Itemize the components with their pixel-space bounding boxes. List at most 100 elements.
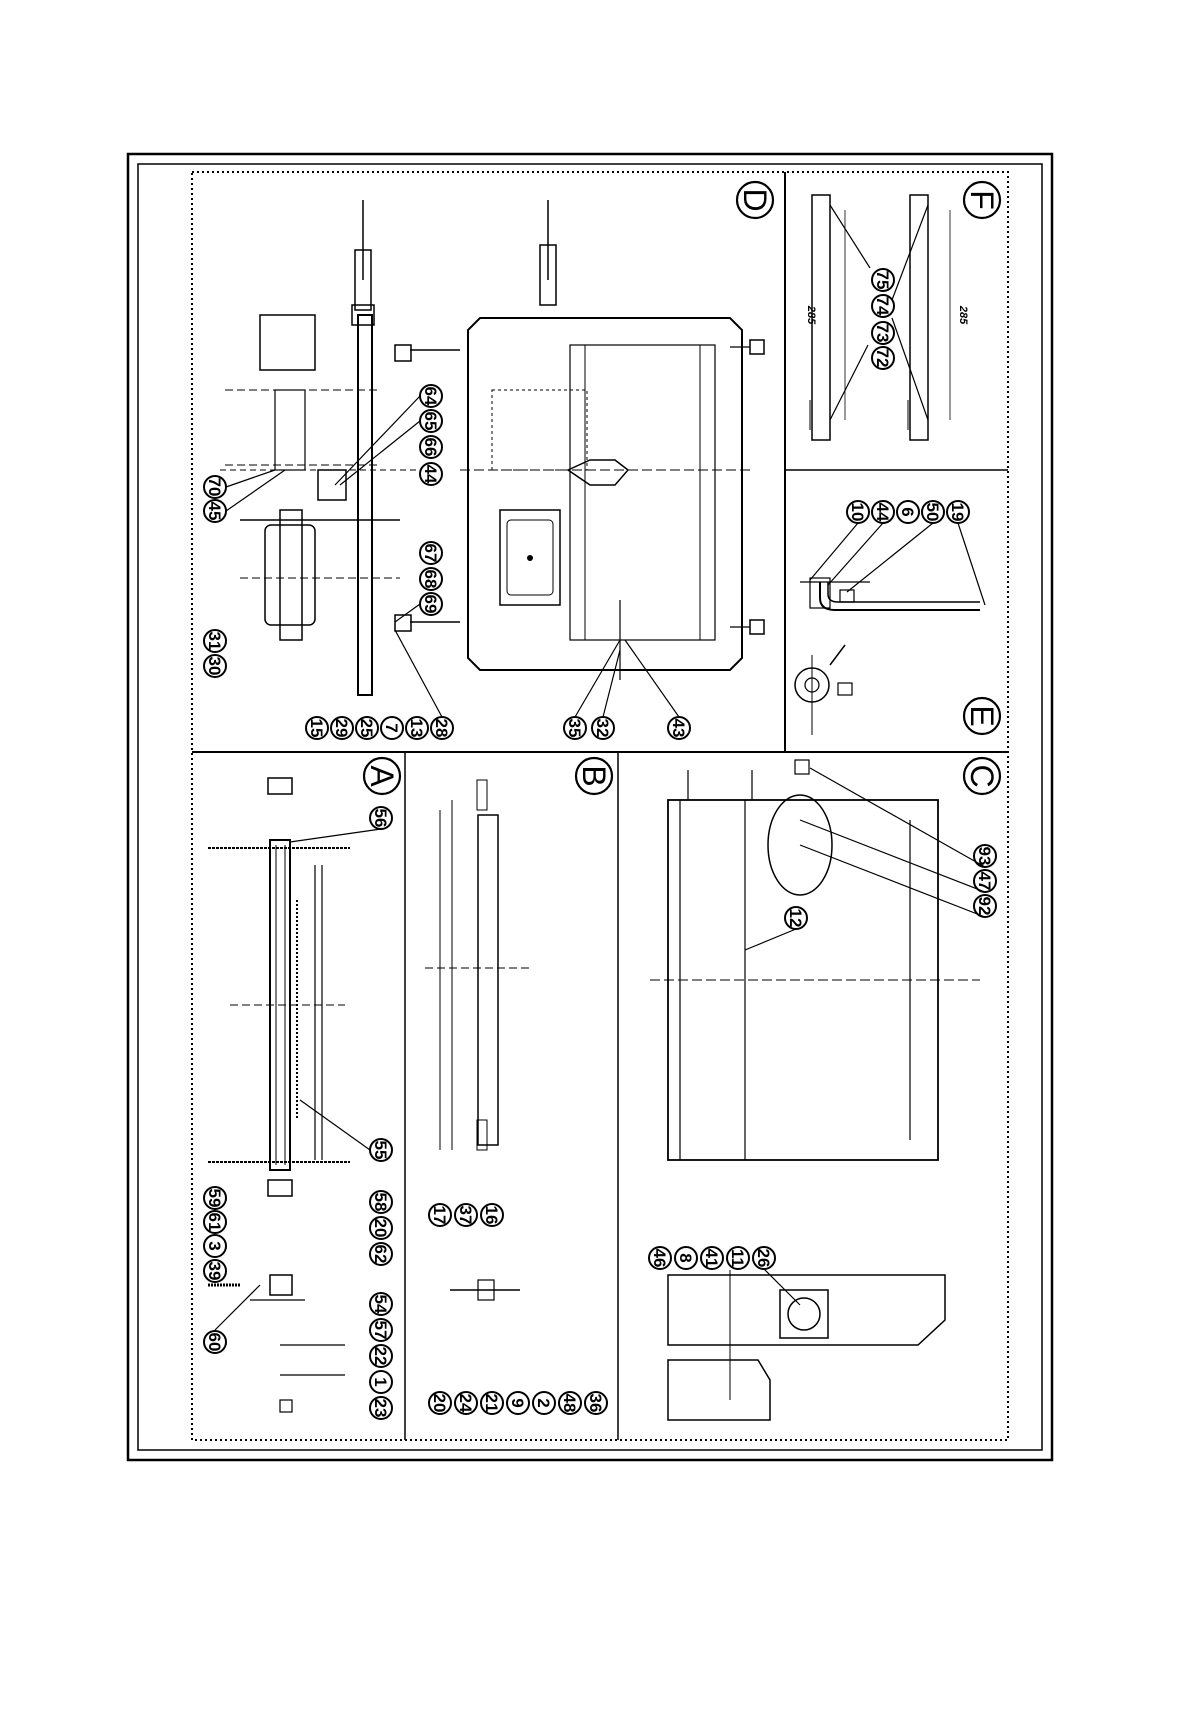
svg-text:B: B <box>576 765 612 786</box>
callout-balloon: 35 <box>564 717 586 739</box>
callout-balloon: 55 <box>370 1139 392 1161</box>
callout-balloon: 21 <box>481 1392 503 1414</box>
callout-balloon: 56 <box>370 807 392 829</box>
svg-text:1: 1 <box>371 1377 390 1386</box>
panel-letter-f: F <box>964 182 1000 218</box>
outer-frame <box>128 154 1052 1460</box>
svg-text:23: 23 <box>371 1399 390 1418</box>
svg-text:67: 67 <box>421 544 440 563</box>
svg-text:D: D <box>737 188 773 211</box>
svg-text:C: C <box>964 764 1000 787</box>
svg-text:17: 17 <box>430 1206 449 1225</box>
svg-text:7: 7 <box>382 723 401 732</box>
svg-text:11: 11 <box>728 1249 747 1267</box>
callout-balloon: 6 <box>897 501 919 523</box>
svg-text:26: 26 <box>754 1249 773 1268</box>
svg-text:48: 48 <box>560 1394 579 1413</box>
svg-text:61: 61 <box>205 1213 224 1232</box>
svg-text:28: 28 <box>432 719 451 738</box>
svg-text:37: 37 <box>456 1206 475 1225</box>
callout-balloon: 41 <box>701 1247 723 1269</box>
callout-balloon: 10 <box>847 501 869 523</box>
panel-letters: D F E A B C <box>364 182 1000 794</box>
svg-text:70: 70 <box>205 478 224 497</box>
panel-a-drawing <box>208 778 350 1412</box>
callout-balloon: 66 <box>420 436 442 458</box>
callout-balloon: 25 <box>356 717 378 739</box>
callout-balloon: 30 <box>204 655 226 677</box>
callout-balloon: 12 <box>785 907 807 929</box>
callout-balloon: 44 <box>420 463 442 485</box>
callout-balloon: 54 <box>370 1293 392 1315</box>
svg-text:15: 15 <box>307 719 326 738</box>
inner-frame <box>138 164 1042 1450</box>
svg-text:A: A <box>364 765 400 787</box>
callout-balloon: 13 <box>406 717 428 739</box>
dimension-label-right: 285 <box>957 305 969 325</box>
panel-e-callouts: 10 44 6 50 19 <box>847 501 969 523</box>
svg-text:55: 55 <box>371 1141 390 1160</box>
svg-text:54: 54 <box>371 1295 390 1314</box>
svg-text:56: 56 <box>371 809 390 828</box>
svg-text:50: 50 <box>923 503 942 522</box>
svg-text:65: 65 <box>421 412 440 431</box>
panel-letter-e: E <box>964 698 1000 734</box>
callout-balloon: 67 <box>420 542 442 564</box>
callout-balloon: 69 <box>420 593 442 615</box>
svg-text:19: 19 <box>948 503 967 522</box>
callout-balloon: 70 <box>204 476 226 498</box>
svg-text:9: 9 <box>508 1398 527 1407</box>
svg-text:13: 13 <box>407 719 426 738</box>
callout-balloon: 28 <box>431 717 453 739</box>
callout-balloon: 57 <box>370 1319 392 1341</box>
callout-balloon: 61 <box>204 1211 226 1233</box>
callout-balloon: 1 <box>370 1371 392 1393</box>
callout-balloon: 36 <box>585 1392 607 1414</box>
callout-balloon: 44 <box>872 501 894 523</box>
svg-text:68: 68 <box>421 570 440 589</box>
callout-balloon: 20 <box>429 1392 451 1414</box>
panel-e-drawing <box>795 578 980 735</box>
svg-text:73: 73 <box>873 324 892 343</box>
svg-text:31: 31 <box>205 632 224 651</box>
svg-text:75: 75 <box>873 271 892 290</box>
svg-text:30: 30 <box>205 657 224 676</box>
panel-letter-d: D <box>737 182 773 218</box>
svg-text:25: 25 <box>357 719 376 738</box>
svg-text:29: 29 <box>332 719 351 738</box>
leader-lines <box>215 396 985 1330</box>
callout-balloon: 7 <box>381 717 403 739</box>
svg-text:10: 10 <box>848 503 867 522</box>
panel-letter-c: C <box>964 758 1000 794</box>
svg-text:69: 69 <box>421 595 440 614</box>
svg-text:3: 3 <box>205 1241 224 1250</box>
callout-balloon: 37 <box>455 1204 477 1226</box>
svg-text:64: 64 <box>421 387 440 406</box>
svg-text:36: 36 <box>586 1394 605 1413</box>
panel-letter-b: B <box>576 758 612 794</box>
svg-text:47: 47 <box>975 872 994 891</box>
callout-balloon: 58 <box>370 1191 392 1213</box>
panel-d-drawing <box>220 200 764 695</box>
callout-balloon: 43 <box>668 717 690 739</box>
callout-balloon: 93 <box>974 845 996 867</box>
svg-text:74: 74 <box>873 297 892 316</box>
callout-balloon: 2 <box>533 1392 555 1414</box>
svg-text:24: 24 <box>456 1394 475 1413</box>
callout-balloon: 23 <box>370 1397 392 1419</box>
svg-text:16: 16 <box>482 1206 501 1225</box>
callout-balloon: 74 <box>872 295 894 317</box>
svg-text:39: 39 <box>205 1262 224 1281</box>
callout-balloon: 48 <box>559 1392 581 1414</box>
callout-balloon: 45 <box>204 500 226 522</box>
callout-balloon: 22 <box>370 1345 392 1367</box>
callout-balloon: 31 <box>204 630 226 652</box>
svg-text:35: 35 <box>565 719 584 738</box>
callout-balloon: 9 <box>507 1392 529 1414</box>
panel-c-drawing <box>650 760 980 1420</box>
callout-balloon: 3 <box>204 1235 226 1257</box>
panel-d-callouts: 45 70 64 65 66 44 30 31 67 68 69 15 29 2… <box>204 385 690 739</box>
callout-balloon: 72 <box>872 347 894 369</box>
callout-balloon: 19 <box>947 501 969 523</box>
